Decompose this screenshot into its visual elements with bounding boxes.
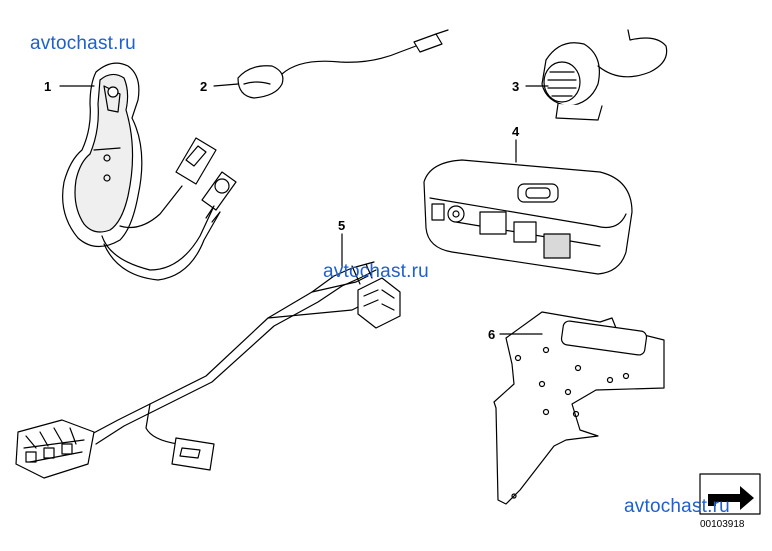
callout-6: 6 <box>488 327 496 342</box>
diagram-id: 00103918 <box>700 519 745 530</box>
arrow-badge-icon <box>699 473 761 515</box>
part-4-control-unit <box>423 159 633 275</box>
part-3-speaker <box>541 29 668 121</box>
watermark-center: avtochast.ru <box>323 261 429 282</box>
callout-3: 3 <box>512 79 520 94</box>
leader-lines <box>59 83 549 335</box>
callout-5: 5 <box>338 218 346 233</box>
callout-1: 1 <box>44 79 52 94</box>
watermark-top-left: avtochast.ru <box>30 33 136 54</box>
part-2-microphone <box>237 29 449 99</box>
callout-4: 4 <box>512 124 520 139</box>
part-1-holder <box>62 62 237 281</box>
part-6-bracket <box>493 311 665 505</box>
callout-2: 2 <box>200 79 208 94</box>
part-5-wiring-harness <box>15 261 401 479</box>
watermark-bottom-right: avtochast.ru <box>624 496 730 517</box>
